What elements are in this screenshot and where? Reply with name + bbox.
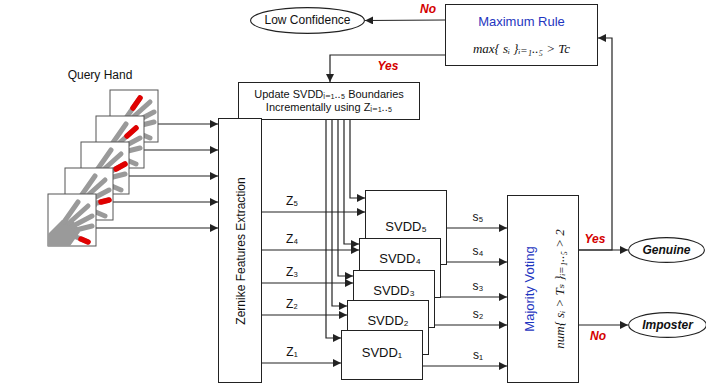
red-finger [127, 128, 136, 136]
connector-arrow [447, 227, 507, 228]
node-text: max{ sᵢ }ᵢ₌₁..₅ > Tc [473, 41, 570, 57]
connector-arrow [423, 365, 507, 366]
figure-label: Query Hand [67, 69, 134, 83]
connector-arrow [435, 296, 507, 297]
edge-label: Z₄ [285, 233, 299, 247]
hand-shape [48, 202, 92, 246]
red-finger [133, 98, 140, 108]
connector-arrow [441, 261, 507, 262]
input-arrow [129, 175, 218, 176]
node-text: num{ sᵢ > Tₛ }ᵢ₌₁..₅ > 2 [552, 229, 568, 349]
input-arrow [144, 149, 218, 150]
node-text: Zernike Features Extraction [234, 177, 248, 324]
edge-label: No [589, 330, 607, 344]
input-arrow [158, 123, 218, 124]
node-text: Genuine [642, 243, 690, 257]
edge-label: s₅ [472, 211, 485, 225]
connector-arrow [262, 249, 359, 250]
voting-box: Majority Voting num{ sᵢ > Tₛ }ᵢ₌₁..₅ > 2 [507, 195, 579, 383]
connector-arrow [429, 324, 507, 325]
connector-arrow [338, 120, 353, 276]
node-text: SVDD₅ [385, 219, 426, 235]
edge-label: s₃ [472, 280, 485, 294]
result-ellipse: Genuine [628, 237, 705, 263]
connector-arrow [262, 362, 341, 363]
connector-arrow [350, 120, 365, 198]
edge-label: Z₃ [285, 266, 299, 280]
node-text: SVDD₄ [379, 251, 420, 267]
hand-frame [48, 194, 96, 246]
edge-label: s₄ [472, 245, 485, 259]
node-text: SVDD₃ [373, 283, 414, 299]
connector-arrow [262, 314, 347, 315]
connector-arrow [330, 55, 445, 82]
node-text: Imposter [642, 318, 693, 332]
node-text: Update SVDDᵢ₌₁..₅ Boundaries Incremental… [245, 88, 413, 114]
result-ellipse: Low Confidence [250, 7, 365, 34]
node-text: Maximum Rule [478, 14, 565, 30]
update-box: Update SVDDᵢ₌₁..₅ Boundaries Incremental… [238, 82, 420, 120]
frame-border [48, 194, 96, 246]
edge-label: Z₅ [285, 195, 299, 209]
connector-arrow [579, 38, 612, 250]
connector-arrow [365, 19, 445, 21]
node-text: Low Confidence [264, 13, 350, 27]
node-text: SVDD₁ [362, 345, 403, 361]
node-text: SVDD₂ [367, 313, 408, 329]
connector-arrow [344, 120, 359, 244]
red-finger [101, 200, 109, 202]
ellipse-shape [629, 313, 706, 338]
connector-arrow [332, 120, 347, 306]
connector-arrow [326, 120, 341, 338]
input-arrow [96, 227, 218, 228]
edge-label: s₂ [472, 308, 485, 322]
input-arrow [113, 201, 218, 202]
red-finger [116, 164, 125, 169]
ellipse-shape [629, 238, 705, 263]
edge-label: Z₂ [285, 298, 299, 312]
ellipse-shape [251, 8, 365, 34]
edge-label: Yes [584, 233, 607, 247]
connector-arrow [262, 211, 365, 212]
connector-arrow [262, 282, 353, 283]
red-finger [81, 239, 88, 242]
connector-arrow [579, 324, 628, 325]
result-ellipse: Imposter [628, 312, 706, 338]
feature-box: Zernike Features Extraction [218, 118, 262, 383]
edge-label: Z₁ [285, 346, 298, 360]
node-text: Majority Voting [522, 246, 538, 331]
classifier-box: SVDD₁ [341, 330, 423, 380]
rule-box: Maximum Rule max{ sᵢ }ᵢ₌₁..₅ > Tc [445, 4, 598, 66]
edge-label: Yes [377, 60, 400, 74]
edge-label: No [419, 3, 437, 17]
edge-label: s₁ [472, 349, 484, 363]
